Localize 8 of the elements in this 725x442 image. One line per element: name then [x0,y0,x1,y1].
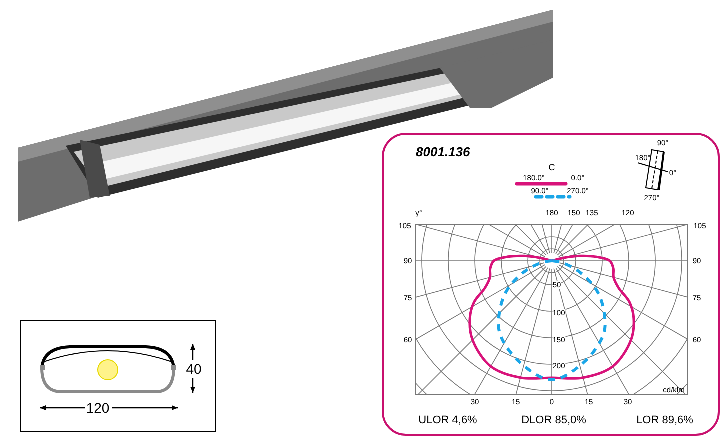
dimension-value: 120 [86,401,110,415]
dimension-value: 40 [186,362,202,376]
model-number: 8001.136 [416,146,470,158]
ulor-value: ULOR 4,6% [418,416,478,426]
plane-label: C [548,164,556,172]
photometric-panel [382,133,720,436]
dlor-value: DLOR 85,0% [522,416,586,426]
lor-value: LOR 89,6% [636,416,694,426]
